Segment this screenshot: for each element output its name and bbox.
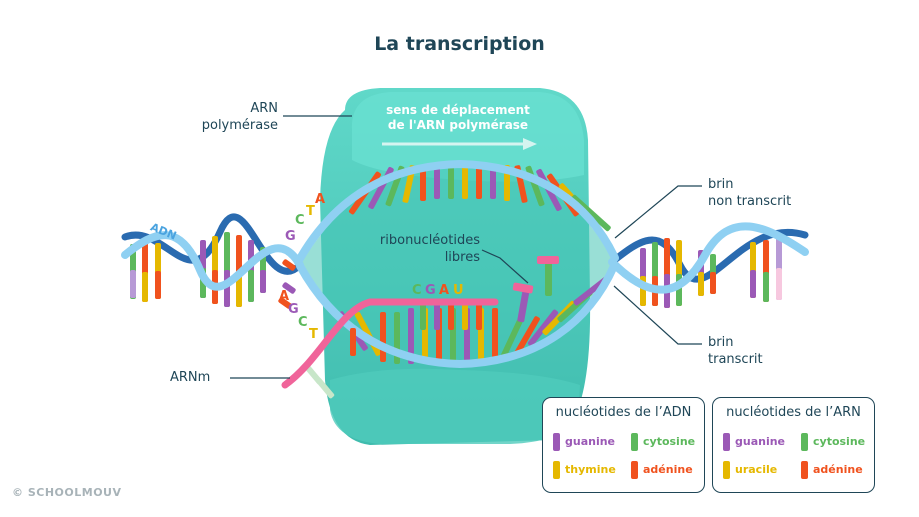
label-direction: sens de déplacement de l'ARN polymérase	[368, 103, 548, 133]
legend-arn-label-3: adénine	[813, 463, 863, 476]
label-arn-polymerase-line2: polymérase	[201, 118, 278, 133]
legend-adn-swatch-0	[553, 433, 560, 451]
transcription-bubble	[300, 162, 615, 365]
rna-letter-2: G	[425, 283, 436, 298]
template-strand	[296, 262, 618, 369]
legend-adn-item-2: thymine	[553, 461, 616, 479]
free-ribonucleotides	[512, 256, 559, 323]
label-arn-polymerase-line1: ARN	[250, 101, 278, 116]
base-letter-top-4: A	[315, 192, 326, 207]
legend-adn-label-3: adénine	[643, 463, 693, 476]
copyright: © SCHOOLMOUV	[12, 486, 122, 499]
legend-arn-label-2: uracile	[735, 463, 778, 476]
legend-arn-title: nucléotides de l’ARN	[726, 405, 861, 420]
legend-arn-swatch-0	[723, 433, 730, 451]
label-direction-line1: sens de déplacement	[386, 103, 530, 117]
dna-strand-front-right	[608, 222, 809, 294]
label-brin-non-transcrit: brin non transcrit	[708, 176, 791, 210]
legend-arn-label-1: cytosine	[813, 435, 866, 448]
direction-arrow	[382, 138, 537, 150]
base-letter-top-2: C	[295, 213, 305, 228]
legend-arn-label-0: guanine	[735, 435, 786, 448]
legend-arn-swatch-3	[801, 461, 808, 479]
legend-arn-item-0: guanine	[723, 433, 786, 451]
copyright-icon: ©	[12, 486, 24, 499]
legend-adn-item-3: adénine	[631, 461, 693, 479]
leader-lines	[230, 115, 702, 379]
legend-arn-item-2: uracile	[723, 461, 778, 479]
label-ribonucleotides-line1: ribonucléotides	[379, 233, 480, 248]
non-template-strand	[294, 159, 619, 266]
label-brin-transcrit: brin transcrit	[708, 334, 763, 368]
base-letter-bottom-2: G	[288, 302, 299, 317]
legend-adn-label-1: cytosine	[643, 435, 696, 448]
label-arnm: ARNm	[170, 370, 211, 385]
rna-letter-4: U	[453, 283, 464, 298]
legend-adn-swatch-1	[631, 433, 638, 451]
legend-arn-item-1: cytosine	[801, 433, 866, 451]
legend-adn-label-2: thymine	[565, 463, 616, 476]
copyright-text: SCHOOLMOUV	[27, 486, 122, 499]
base-letter-bottom-4: T	[309, 327, 318, 342]
base-letter-top-1: G	[285, 229, 296, 244]
page-title: La transcription	[374, 33, 545, 55]
legend-adn-item-0: guanine	[553, 433, 616, 451]
legend-adn-swatch-3	[631, 461, 638, 479]
label-brin-transcrit-line2: transcrit	[708, 352, 763, 367]
legend-adn-label-0: guanine	[565, 435, 616, 448]
base-letter-bottom-1: A	[279, 289, 290, 304]
label-ribonucleotides-line2: libres	[444, 250, 480, 265]
label-ribonucleotides: ribonucléotides libres	[360, 232, 480, 266]
legend-arn: nucléotides de l’ARN guanine cytosine ur…	[712, 397, 875, 493]
base-letter-bottom-3: C	[298, 315, 308, 330]
label-direction-line2: de l'ARN polymérase	[387, 118, 529, 132]
label-brin-non-transcrit-line1: brin	[708, 177, 734, 192]
legend-adn-swatch-2	[553, 461, 560, 479]
mrna-strand	[281, 298, 499, 399]
rna-letter-3: A	[439, 283, 450, 298]
label-brin-transcrit-line1: brin	[708, 335, 734, 350]
legend-adn-item-1: cytosine	[631, 433, 696, 451]
legend-adn-title: nucléotides de l’ADN	[555, 405, 692, 420]
dna-strand-front-left	[121, 231, 304, 291]
rna-letter-1: C	[412, 283, 422, 298]
legend-arn-swatch-2	[723, 461, 730, 479]
legend-arn-swatch-1	[801, 433, 808, 451]
label-brin-non-transcrit-line2: non transcrit	[708, 194, 792, 209]
label-arn-polymerase: ARN polymérase	[150, 100, 278, 134]
base-letter-top-3: T	[306, 204, 315, 219]
legend-adn: nucléotides de l’ADN guanine cytosine th…	[542, 397, 705, 493]
legend-arn-item-3: adénine	[801, 461, 863, 479]
